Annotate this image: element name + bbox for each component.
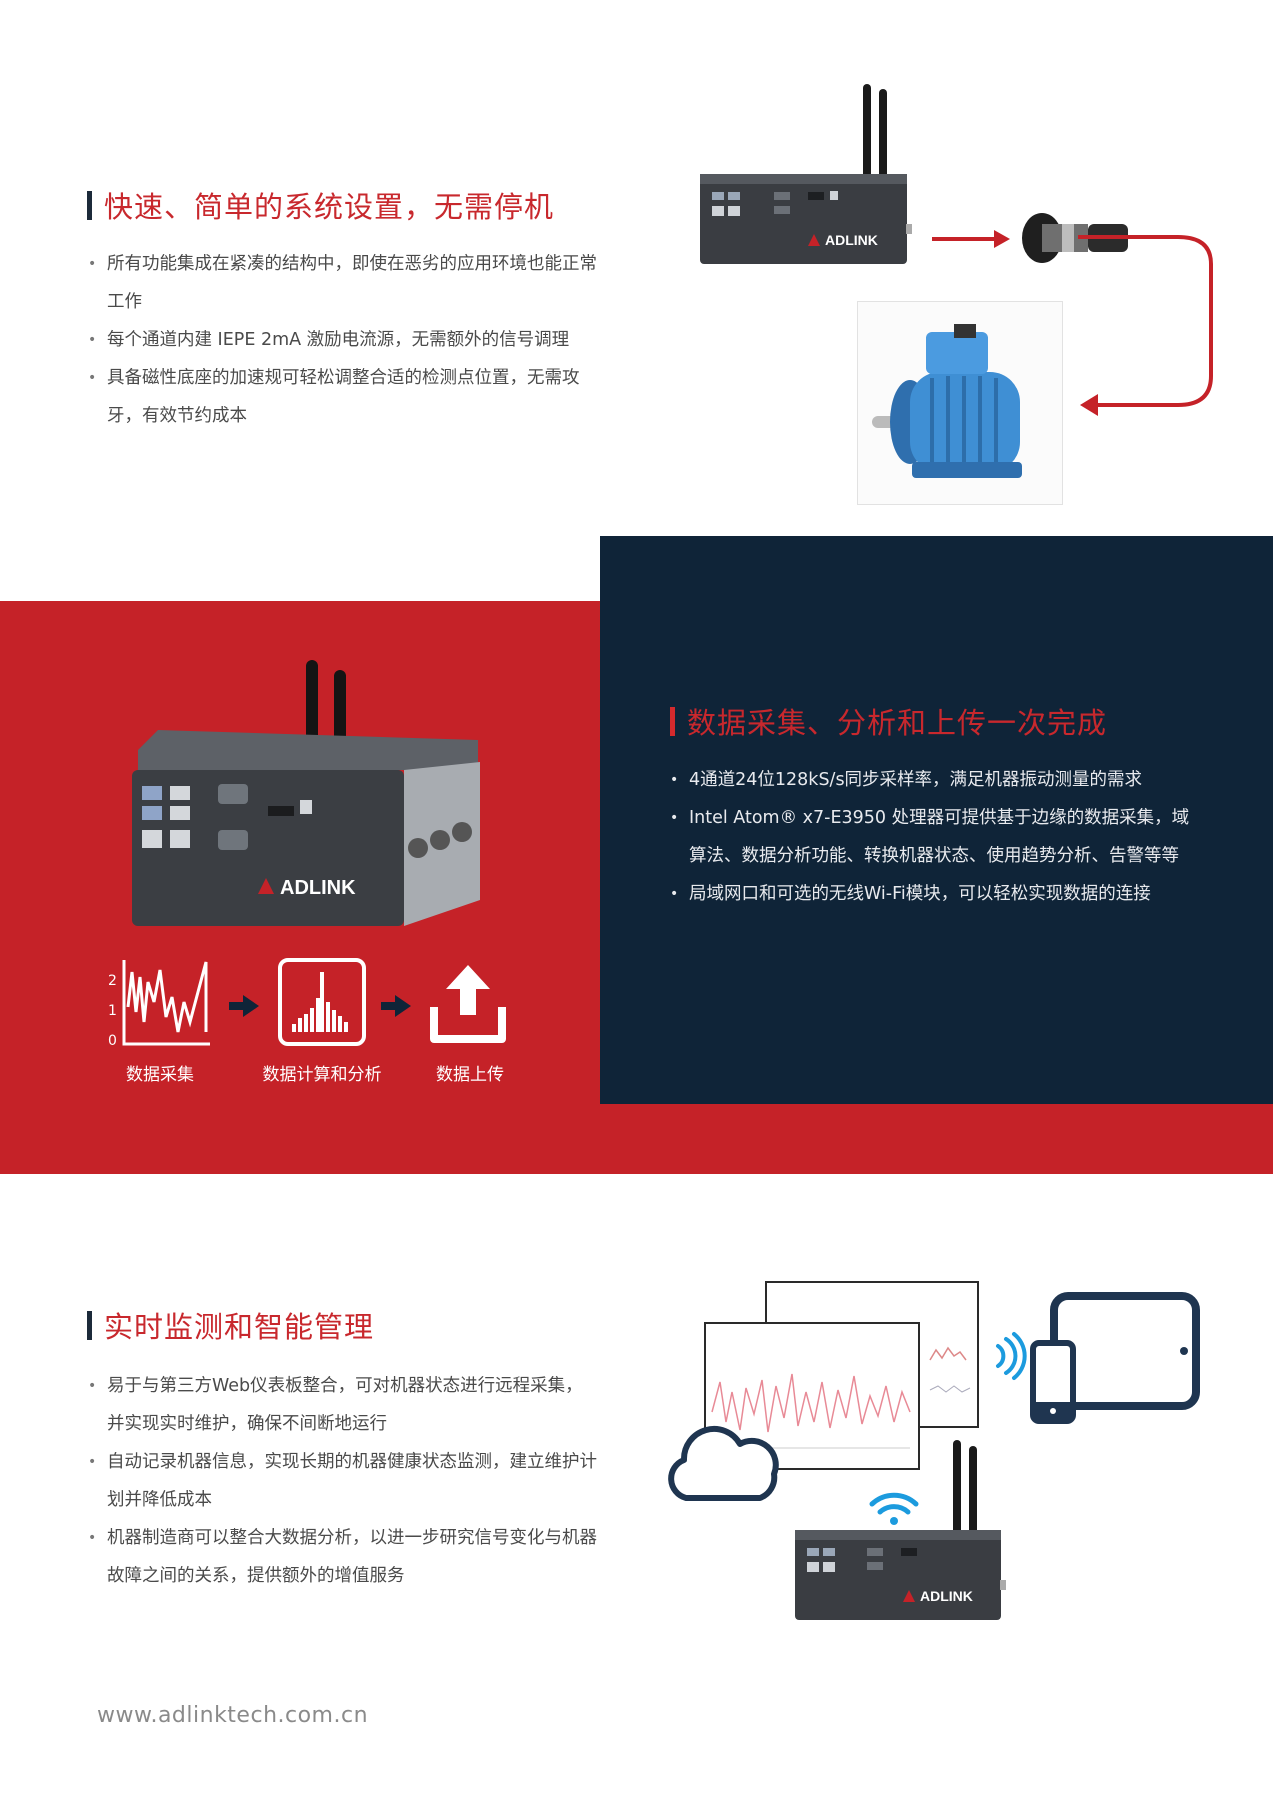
section2-bullets: 4通道24位128kS/s同步采样率，满足机器振动测量的需求 Intel Ato… [670, 761, 1190, 913]
signal-waves-icon [996, 1332, 1027, 1380]
brand-label: ADLINK [825, 232, 878, 248]
section1-title-text: 快速、简单的系统设置，无需停机 [104, 190, 555, 224]
list-item: 4通道24位128kS/s同步采样率，满足机器振动测量的需求 [670, 761, 1190, 799]
tick-label: 1 [108, 1003, 117, 1019]
wave-chart-icon: 2 1 0 [108, 960, 210, 1049]
title-bar [670, 706, 675, 736]
list-item: Intel Atom® x7-E3950 处理器可提供基于边缘的数据采集，域算法… [670, 799, 1190, 875]
brand-label: ADLINK [920, 1588, 973, 1604]
list-item: 所有功能集成在紧凑的结构中，即使在恶劣的应用环境也能正常工作 [88, 245, 598, 321]
brand-label: ADLINK [280, 877, 356, 899]
section2-title-text: 数据采集、分析和上传一次完成 [687, 706, 1108, 740]
section1-title: 快速、简单的系统设置，无需停机 [87, 184, 554, 226]
list-item: 局域网口和可选的无线Wi-Fi模块，可以轻松实现数据的连接 [670, 875, 1190, 913]
dashboard-chart-back [929, 1346, 971, 1393]
section3-bullets: 易于与第三方Web仪表板整合，可对机器状态进行远程采集，并实现实时维护，确保不间… [88, 1367, 598, 1595]
device-icon: ADLINK [700, 84, 912, 264]
step-label-analysis: 数据计算和分析 [262, 1065, 382, 1085]
spectrum-icon [278, 958, 366, 1046]
device-icon: ADLINK [795, 1440, 1006, 1620]
tick-label: 2 [108, 973, 117, 989]
arrow-right-icon [932, 230, 1010, 248]
section2-title: 数据采集、分析和上传一次完成 [670, 700, 1107, 742]
step-label-upload: 数据上传 [436, 1065, 504, 1085]
footer-url[interactable]: www.adlinktech.com.cn [97, 1703, 369, 1728]
arrow-return-icon [1078, 235, 1213, 416]
arrow-right-icon [229, 995, 259, 1017]
title-bar [87, 190, 92, 220]
list-item: 机器制造商可以整合大数据分析，以进一步研究信号变化与机器故障之间的关系，提供额外… [88, 1519, 598, 1595]
list-item: 易于与第三方Web仪表板整合，可对机器状态进行远程采集，并实现实时维护，确保不间… [88, 1367, 598, 1443]
section3-title-text: 实时监测和智能管理 [104, 1310, 375, 1344]
list-item: 自动记录机器信息，实现长期的机器健康状态监测，建立维护计划并降低成本 [88, 1443, 598, 1519]
tick-label: 0 [108, 1033, 117, 1049]
section3-title: 实时监测和智能管理 [87, 1304, 374, 1346]
step-label-acquisition: 数据采集 [126, 1065, 194, 1085]
list-item: 每个通道内建 IEPE 2mA 激励电流源，无需额外的信号调理 [88, 321, 598, 359]
device-icon: ADLINK [132, 660, 480, 926]
cloud-icon [668, 1425, 779, 1501]
list-item: 具备磁性底座的加速规可轻松调整合适的检测点位置，无需攻牙，有效节约成本 [88, 359, 598, 435]
motor-icon [872, 324, 1022, 478]
section1-bullets: 所有功能集成在紧凑的结构中，即使在恶劣的应用环境也能正常工作 每个通道内建 IE… [88, 245, 598, 435]
title-bar [87, 1310, 92, 1340]
upload-icon [430, 965, 506, 1043]
arrow-right-icon [381, 995, 411, 1017]
phone-icon [1030, 1340, 1076, 1424]
wifi-icon [869, 1492, 919, 1525]
